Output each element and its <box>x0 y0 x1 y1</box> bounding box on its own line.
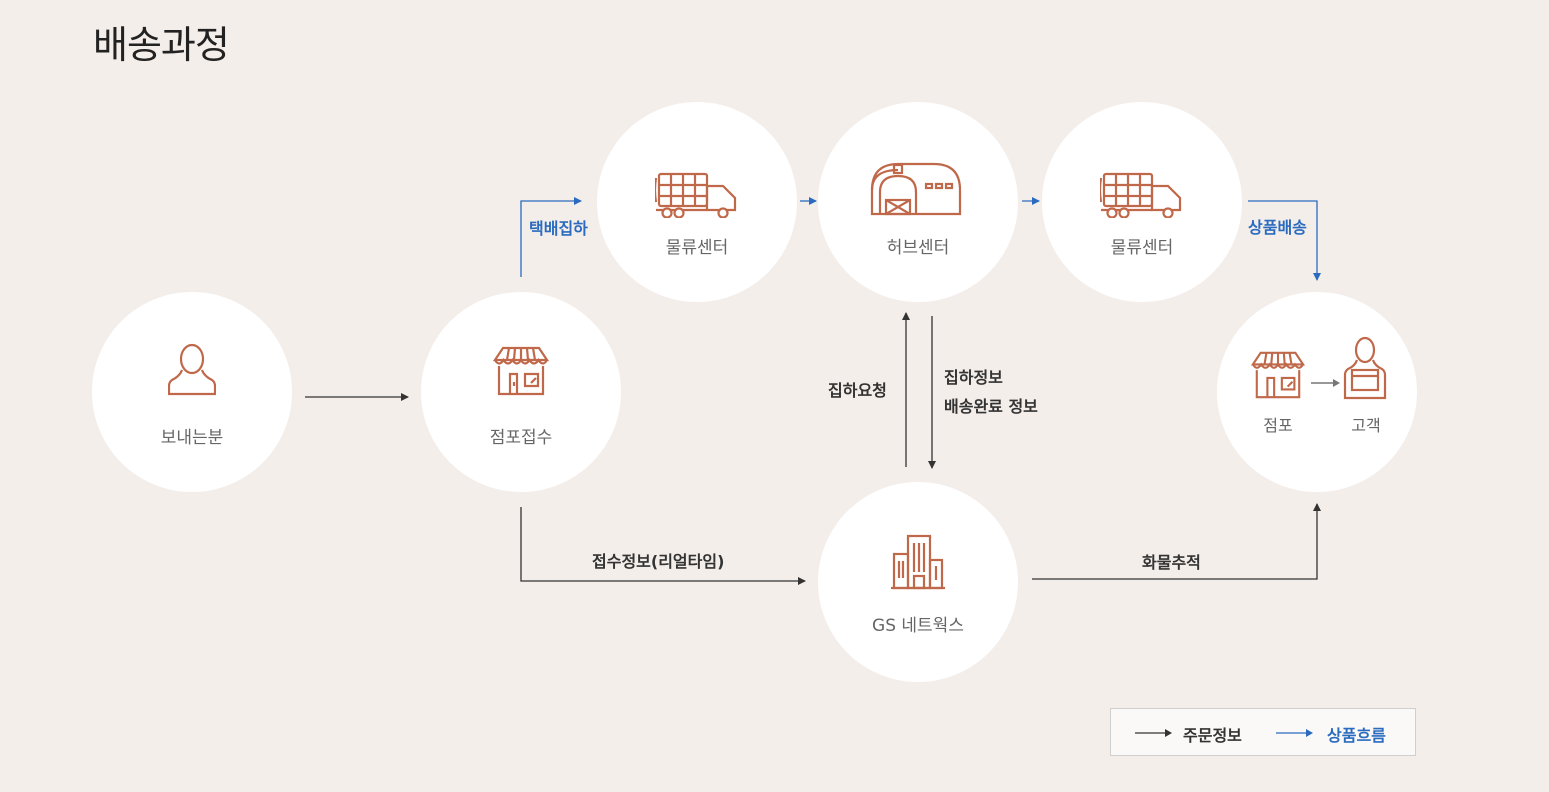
node-label-gs-networks: GS 네트웍스 <box>872 616 964 636</box>
legend-order-arrow <box>1135 729 1172 737</box>
store-icon <box>493 346 549 396</box>
node-label-destination-store: 점포 <box>1263 416 1293 435</box>
node-label-store-receipt: 점포접수 <box>489 428 553 448</box>
store-icon <box>1251 351 1305 399</box>
page-title: 배송과정 <box>93 23 230 67</box>
node-store-receipt: 점포접수 <box>421 292 621 492</box>
legend-product-flow: 상품흐름 <box>1327 726 1386 745</box>
arrow-store-to-gs <box>520 507 806 585</box>
node-label-destination-customer: 고객 <box>1351 416 1381 435</box>
legend-order-info: 주문정보 <box>1183 726 1242 745</box>
person-icon <box>168 343 216 396</box>
node-label-logistics-center-1: 물류센터 <box>665 238 729 258</box>
flow-label-parcel-pickup: 택배집하 <box>529 219 588 238</box>
truck-icon <box>1100 172 1182 218</box>
arrow-right-icon <box>1311 379 1340 387</box>
building-icon <box>891 534 945 590</box>
flow-label-pickup-info: 집하정보 <box>944 368 1003 387</box>
flow-label-product-delivery: 상품배송 <box>1248 218 1307 237</box>
arrow-logistics-to-destination <box>1248 200 1321 281</box>
node-label-hub-center: 허브센터 <box>886 238 950 258</box>
node-sender: 보내는분 <box>92 292 292 492</box>
legend-product-arrow <box>1276 729 1313 737</box>
truck-icon <box>655 172 737 218</box>
arrow-gs-to-destination <box>1032 503 1321 580</box>
flow-label-cargo-tracking: 화물추적 <box>1142 553 1201 572</box>
node-hub-center: 허브센터 <box>818 102 1018 302</box>
node-logistics-center-1: 물류센터 <box>597 102 797 302</box>
node-label-sender: 보내는분 <box>160 428 224 448</box>
flow-label-delivery-complete-info: 배송완료 정보 <box>944 397 1038 416</box>
person-with-box-icon <box>1343 336 1387 400</box>
flow-label-receipt-info: 접수정보(리얼타임) <box>592 552 725 571</box>
node-destination: 점포 고객 <box>1217 292 1417 492</box>
arrow-store-to-logistics <box>520 197 582 277</box>
flow-label-pickup-request: 집하요청 <box>828 381 887 400</box>
legend: 주문정보 상품흐름 <box>1110 708 1416 756</box>
node-gs-networks: GS 네트웍스 <box>818 482 1018 682</box>
node-logistics-center-2: 물류센터 <box>1042 102 1242 302</box>
node-label-logistics-center-2: 물류센터 <box>1110 238 1174 258</box>
warehouse-icon <box>870 162 962 216</box>
